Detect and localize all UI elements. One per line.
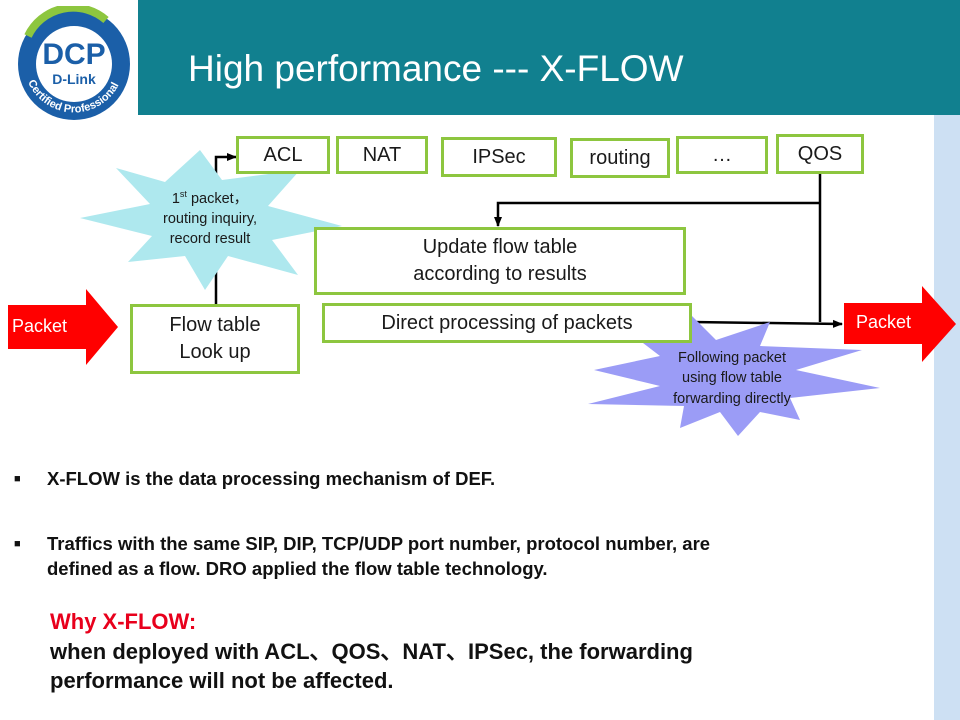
burst-first-line3: record result [169, 231, 251, 248]
dcp-logo: DCP D-Link Certified Professional [18, 6, 130, 120]
why-line2: performance will not be affected. [50, 668, 394, 694]
packet-in-arrow [8, 289, 118, 365]
module-routing: routing [570, 138, 670, 178]
update-box-line1: Update flow table [422, 236, 578, 258]
logo-green-arc [24, 6, 109, 38]
module-more: … [676, 136, 768, 174]
burst-following-line2: using flow table [682, 370, 782, 387]
first-packet-burst [80, 150, 342, 290]
bullet-2-line2: defined as a flow. DRO applied the flow … [47, 557, 548, 579]
slide-title: High performance --- X-FLOW [188, 48, 684, 89]
update-flow-table-box: Update flow table according to results [314, 227, 686, 295]
logo-company: D-Link [52, 71, 96, 87]
why-heading: Why X-FLOW: [50, 609, 197, 634]
header-bar [0, 0, 960, 115]
module-nat: NAT [336, 136, 428, 174]
bullet-2: Traffics with the same SIP, DIP, TCP/UDP… [47, 532, 710, 582]
first-packet-burst-text: 1st packet， routing inquiry, record resu… [128, 188, 292, 250]
logo-brand: DCP [42, 38, 105, 71]
flow-table-lookup-box: Flow table Look up [130, 304, 300, 374]
why-line1: when deployed with ACL、QOS、NAT、IPSec, th… [50, 639, 693, 664]
update-box-line2: according to results [413, 263, 587, 285]
right-decor-strip [934, 115, 960, 720]
bullet-marker-2: ■ [14, 538, 21, 550]
packet-in-label: Packet [12, 316, 68, 336]
module-ipsec: IPSec [441, 137, 557, 177]
module-acl: ACL [236, 136, 330, 174]
module-qos: QOS [776, 134, 864, 174]
lookup-box-line2: Look up [179, 341, 251, 363]
arrow-to-update-table [494, 201, 820, 227]
direct-processing-box: Direct processing of packets [322, 303, 692, 343]
packet-out-arrow [844, 286, 956, 362]
burst-following-line1: Following packet [678, 350, 786, 366]
bullet-2-line1: Traffics with the same SIP, DIP, TCP/UDP… [47, 533, 711, 554]
burst-following-line3: forwarding directly [673, 390, 791, 407]
logo-inner-disc [36, 26, 112, 102]
burst-first-line1: 1st packet， [171, 189, 249, 207]
bullet-marker-1: ■ [14, 473, 21, 485]
burst-first-line2: routing inquiry, [162, 211, 258, 228]
packet-out-label: Packet [856, 312, 912, 332]
following-packet-burst [588, 314, 880, 436]
why-body: when deployed with ACL、QOS、NAT、IPSec, th… [50, 637, 693, 695]
lookup-box-line1: Flow table [169, 314, 261, 336]
bullet-1: X-FLOW is the data processing mechanism … [47, 468, 496, 489]
following-packet-burst-text: Following packet using flow table forwar… [640, 348, 824, 409]
